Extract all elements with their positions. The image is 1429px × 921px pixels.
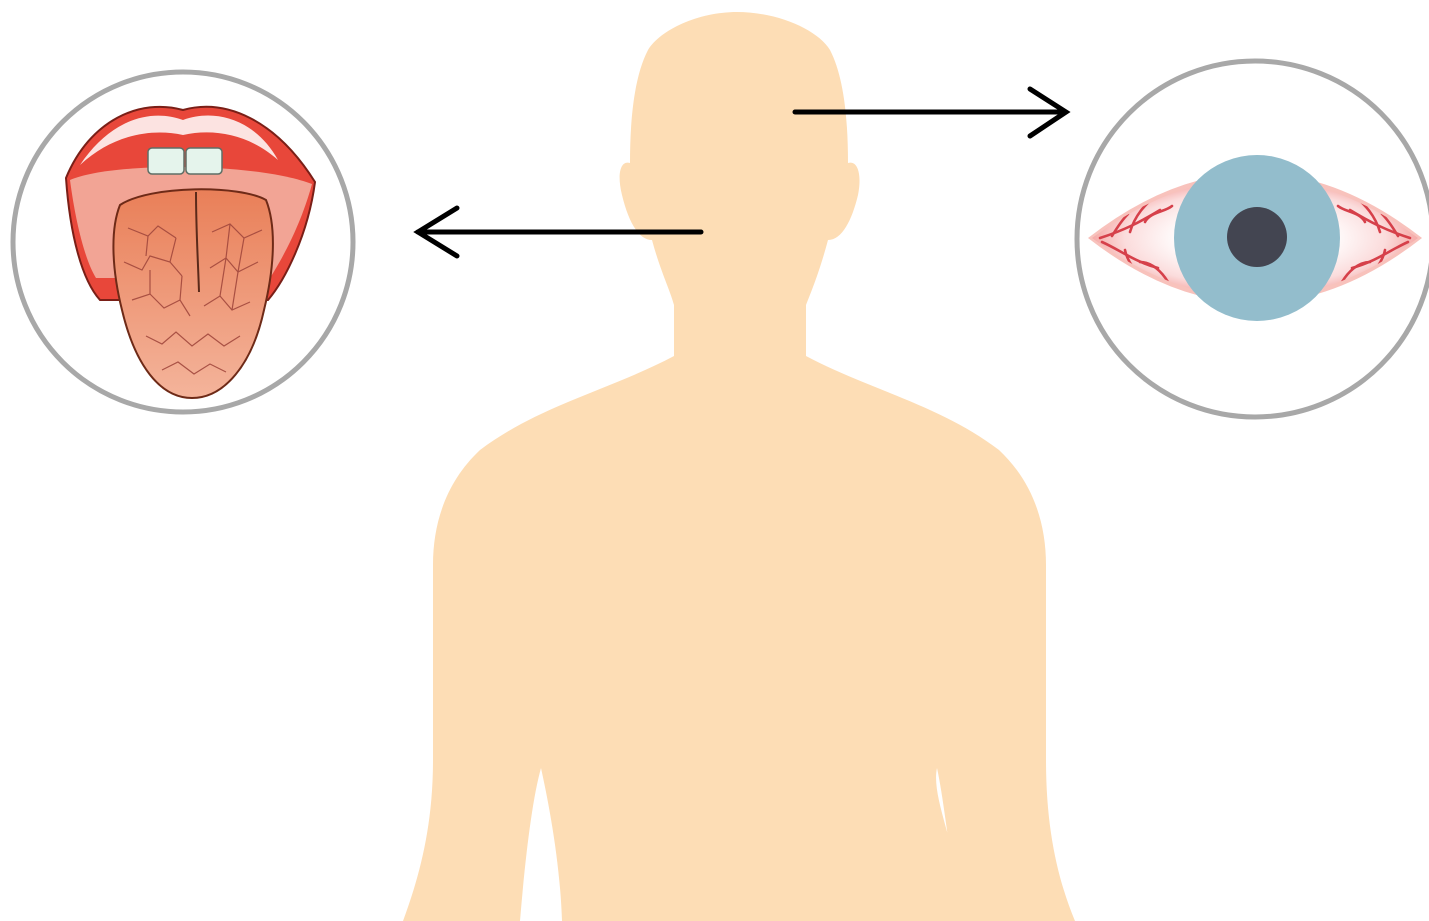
human-torso-silhouette [403,12,1075,921]
pupil [1227,207,1287,267]
tongue-callout [13,72,353,412]
body-silhouette [403,12,1075,921]
eye-callout [1077,61,1429,417]
